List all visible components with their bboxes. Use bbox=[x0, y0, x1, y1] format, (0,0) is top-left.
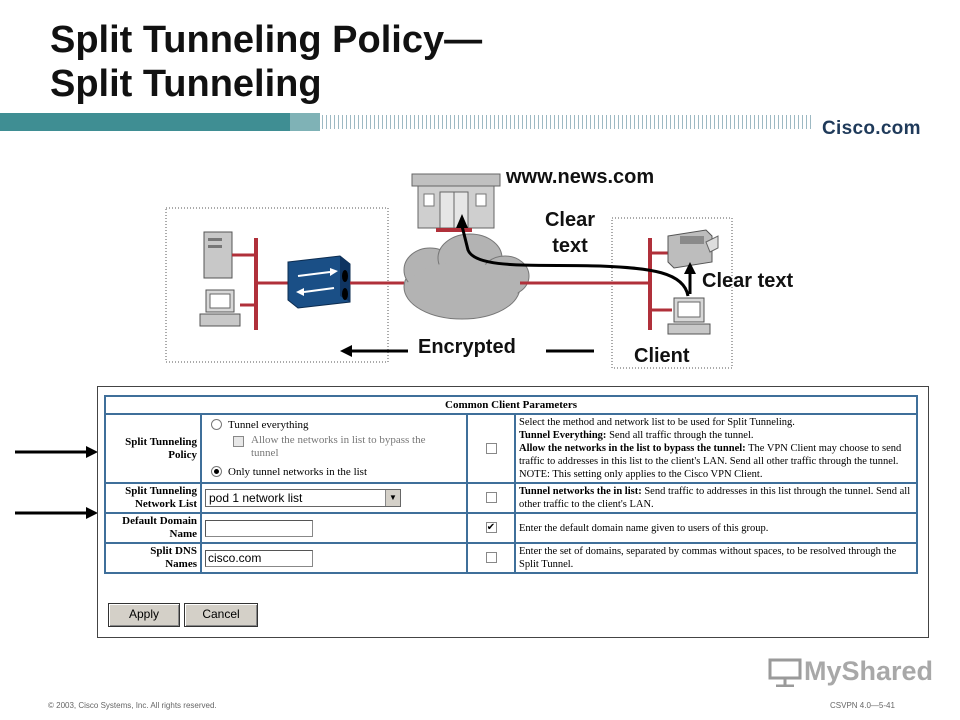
option-tunnel-everything-label: Tunnel everything bbox=[228, 418, 309, 431]
web-server-building-icon bbox=[411, 173, 501, 232]
inherit-checkbox-split-dns[interactable] bbox=[485, 552, 497, 564]
checkbox-cell bbox=[466, 413, 516, 484]
site-label: www.news.com bbox=[506, 166, 655, 188]
workstation-icon bbox=[199, 289, 241, 327]
slide-title-line1: Split Tunneling Policy— bbox=[50, 19, 483, 61]
network-list-cell: pod 1 network list ▼ bbox=[200, 482, 468, 514]
cancel-button[interactable]: Cancel bbox=[184, 603, 258, 627]
slide-title-line2: Split Tunneling bbox=[50, 63, 322, 105]
encrypted-label: Encrypted bbox=[418, 336, 516, 358]
apply-button[interactable]: Apply bbox=[108, 603, 180, 627]
row-description: Select the method and network list to be… bbox=[514, 413, 918, 484]
client-box bbox=[611, 217, 733, 369]
table-row-split-tunneling-network-list: Split Tunneling Network List pod 1 netwo… bbox=[104, 482, 918, 514]
row-description: Enter the set of domains, separated by c… bbox=[514, 542, 918, 574]
row-label: Split DNS Names bbox=[104, 542, 202, 574]
row-label: Split Tunneling Network List bbox=[104, 482, 202, 514]
server-icon bbox=[203, 231, 233, 279]
clear-text-label-1: Clear text bbox=[544, 209, 596, 257]
table-row-split-tunneling-policy: Split Tunneling Policy Tunnel everything… bbox=[104, 413, 918, 484]
inherit-checkbox-network-list[interactable] bbox=[485, 492, 497, 504]
common-client-parameters-panel: Common Client Parameters Split Tunneling… bbox=[97, 386, 929, 638]
domain-name-cell bbox=[200, 512, 468, 544]
presentation-icon bbox=[768, 658, 802, 687]
checkbox-cell bbox=[466, 542, 516, 574]
logo-text: MyShared bbox=[804, 656, 934, 686]
chevron-down-icon[interactable]: ▼ bbox=[385, 490, 400, 506]
network-list-select[interactable]: pod 1 network list ▼ bbox=[205, 489, 401, 507]
row-label: Split Tunneling Policy bbox=[104, 413, 202, 484]
policy-options: Tunnel everything Allow the networks in … bbox=[200, 413, 468, 484]
split-dns-names-input[interactable] bbox=[205, 549, 313, 567]
clear-traffic-path bbox=[460, 225, 690, 297]
myshared-logo: MyShared bbox=[768, 656, 933, 687]
row-label: Default Domain Name bbox=[104, 512, 202, 544]
inherit-checkbox-domain-name[interactable]: ✔ bbox=[485, 522, 497, 534]
footer-copyright: © 2003, Cisco Systems, Inc. All rights r… bbox=[48, 701, 217, 710]
client-workstation-icon bbox=[667, 297, 711, 335]
checkbox-cell bbox=[466, 482, 516, 514]
internet-cloud-icon bbox=[403, 233, 530, 320]
option-only-tunnel-label: Only tunnel networks in the list bbox=[228, 465, 368, 478]
parameters-table: Common Client Parameters Split Tunneling… bbox=[104, 395, 918, 574]
header-band bbox=[0, 113, 811, 131]
option-allow-bypass-label: Allow the networks in list to bypass the… bbox=[251, 433, 426, 459]
callout-arrows bbox=[15, 446, 98, 519]
printer-icon bbox=[667, 229, 719, 269]
table-row-split-dns-names: Split DNS Names Enter the set of domains… bbox=[104, 542, 918, 574]
radio-only-tunnel-networks[interactable] bbox=[211, 466, 222, 478]
slide-title: Split Tunneling Policy— Split Tunneling bbox=[50, 18, 482, 106]
network-diagram bbox=[165, 173, 733, 369]
row-description: Tunnel networks the in list: Send traffi… bbox=[514, 482, 918, 514]
vpn-concentrator-icon bbox=[287, 255, 351, 309]
split-dns-cell bbox=[200, 542, 468, 574]
checkbox-cell: ✔ bbox=[466, 512, 516, 544]
headquarters-box bbox=[165, 207, 389, 363]
clear-text-label-2: Clear text bbox=[702, 270, 794, 292]
default-domain-name-input[interactable] bbox=[205, 519, 313, 537]
table-header: Common Client Parameters bbox=[104, 395, 918, 415]
row-description: Enter the default domain name given to u… bbox=[514, 512, 918, 544]
allow-bypass-checkbox[interactable] bbox=[233, 435, 244, 447]
table-row-default-domain-name: Default Domain Name ✔ Enter the default … bbox=[104, 512, 918, 544]
radio-tunnel-everything[interactable] bbox=[211, 419, 222, 431]
footer-course-id: CSVPN 4.0—5-41 bbox=[830, 701, 895, 710]
cisco-brand: Cisco.com bbox=[822, 118, 921, 139]
inherit-checkbox-policy[interactable] bbox=[485, 442, 497, 454]
client-label: Client bbox=[634, 345, 690, 367]
